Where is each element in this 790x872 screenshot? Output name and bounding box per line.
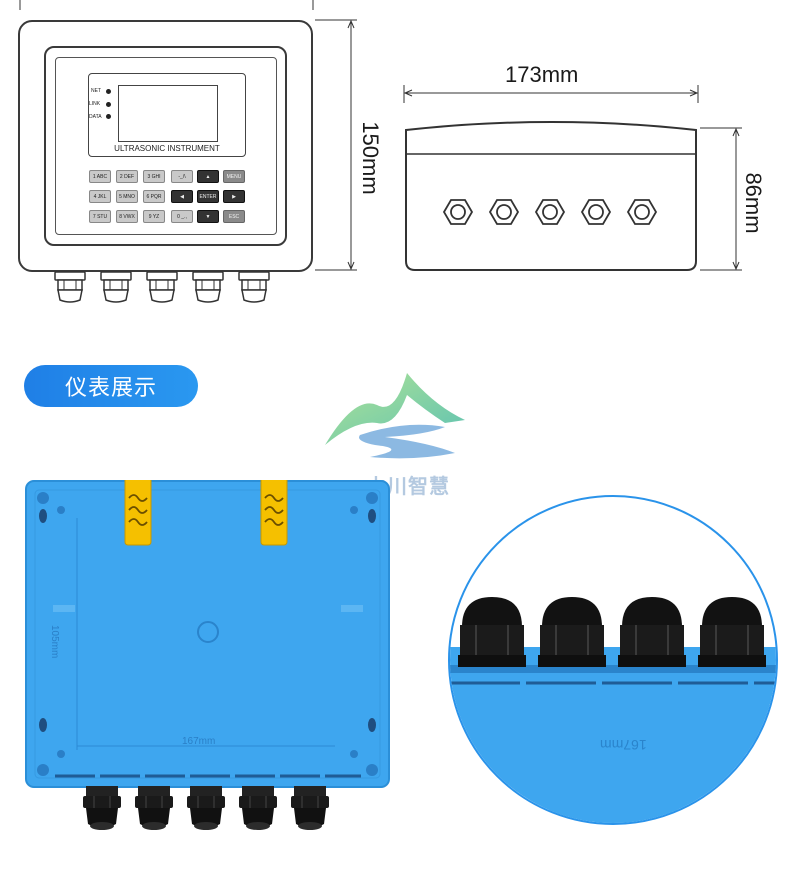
key-2[interactable]: 2 DEF — [116, 170, 138, 183]
key-up[interactable]: ▲ — [197, 170, 219, 183]
lcd-screen — [118, 85, 218, 142]
key-8[interactable]: 8 VWX — [116, 210, 138, 223]
zoom-glands-closeup — [450, 596, 776, 823]
led-dot-link — [106, 102, 111, 107]
key-7[interactable]: 7 STU — [89, 210, 111, 223]
back-panel-blue — [25, 480, 390, 788]
height-dimension-line — [315, 19, 357, 271]
key-9[interactable]: 9 YZ — [143, 210, 165, 223]
led-label-net: NET — [91, 88, 101, 94]
front-view-enclosure — [18, 20, 313, 272]
key-5[interactable]: 5 MNO — [116, 190, 138, 203]
height-dimension-label: 150mm — [358, 121, 383, 195]
width-dimension-line — [403, 85, 699, 103]
depth-dimension-label: 86mm — [741, 172, 766, 234]
display-frame — [88, 73, 246, 157]
key-left[interactable]: ◀ — [171, 190, 193, 203]
key-3[interactable]: 3 GHI — [143, 170, 165, 183]
front-bezel-inner — [55, 57, 277, 235]
key-right[interactable]: ▶ — [223, 190, 245, 203]
key-0[interactable]: 0 _., — [171, 210, 193, 223]
width-dimension-label: 173mm — [505, 62, 579, 87]
key-4[interactable]: 4 JKL — [89, 190, 111, 203]
led-label-link: LINK — [89, 101, 101, 107]
zoom-dimension-label: 167mm — [600, 737, 647, 753]
led-dot-data — [106, 114, 111, 119]
back-panel-width-label: 167mm — [182, 736, 216, 747]
side-view-enclosure — [405, 121, 697, 271]
top-extension-lines — [19, 0, 314, 10]
depth-dimension-line — [700, 127, 742, 271]
key-esc[interactable]: ESC — [223, 210, 245, 223]
section-title: 仪表展示 — [64, 375, 157, 400]
back-panel-height-label: 105mm — [49, 625, 60, 659]
key-1[interactable]: 1 ABC — [89, 170, 111, 183]
key-enter[interactable]: ENTER — [197, 190, 219, 203]
zoom-detail-circle: 167mm — [448, 495, 778, 825]
key-down[interactable]: ▼ — [197, 210, 219, 223]
key-menu[interactable]: MENU — [223, 170, 245, 183]
front-cable-glands — [54, 271, 270, 303]
led-label-data: DATA — [89, 114, 102, 120]
front-bezel-outer — [44, 46, 287, 246]
instrument-label: ULTRASONIC INSTRUMENT — [114, 144, 220, 153]
mountain-river-logo-icon — [325, 373, 465, 459]
key-symbols[interactable]: -_/\ — [171, 170, 193, 183]
section-title-banner: 仪表展示 — [24, 365, 198, 407]
key-6[interactable]: 6 PQR — [143, 190, 165, 203]
back-cable-glands — [83, 786, 330, 831]
led-dot-net — [106, 89, 111, 94]
